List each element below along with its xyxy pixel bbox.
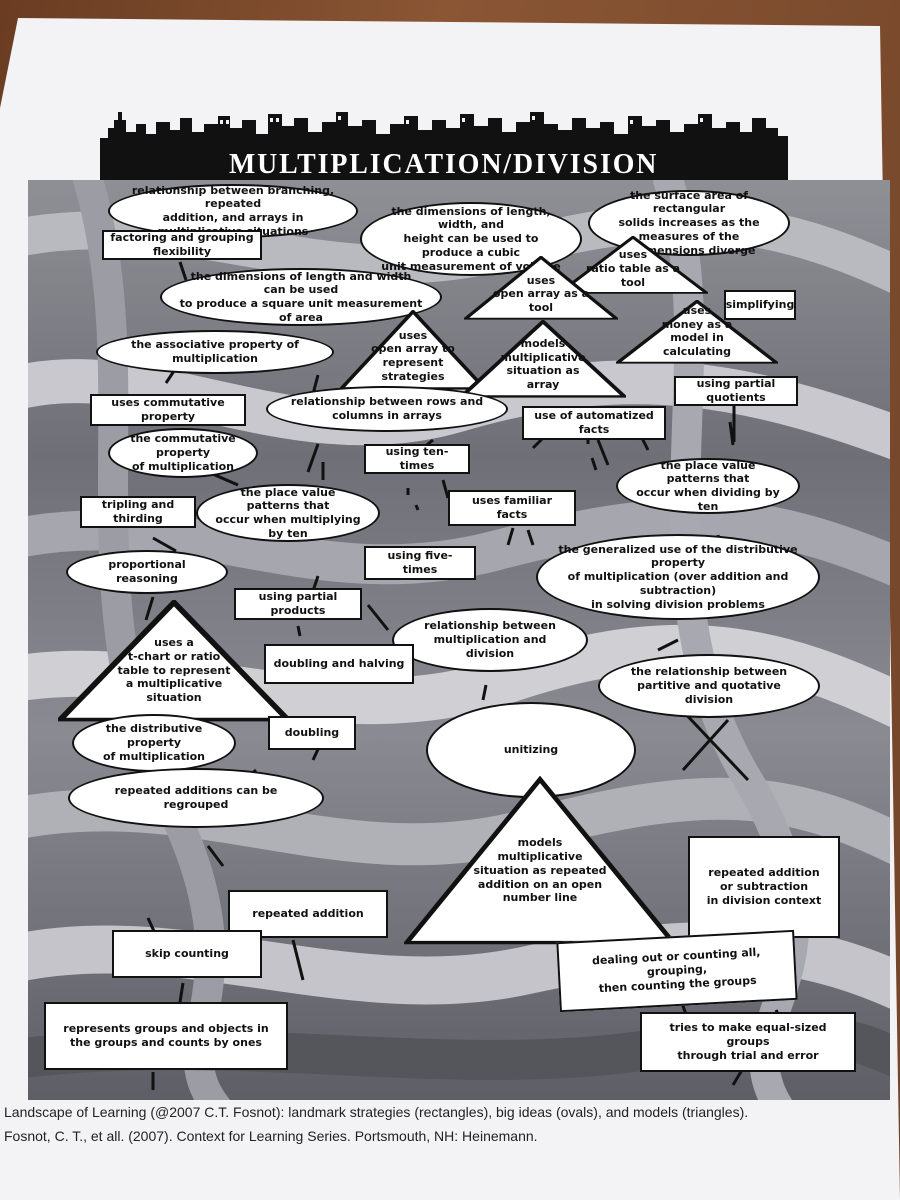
model-label: uses open array as a tool [492,273,590,315]
model-ratio-table: uses ratio table as a tool [558,236,708,294]
model-t-chart-ratio-table: uses a t-chart or ratio table to represe… [58,600,290,722]
big-idea-rows-columns: relationship between rows and columns in… [266,386,508,432]
caption-line-2: Fosnot, C. T., et all. (2007). Context f… [4,1128,538,1144]
landscape-diagram: relationship between branching, repeated… [28,180,890,1100]
strategy-five-times: using five-times [364,546,476,580]
big-idea-associative-property: the associative property of multiplicati… [96,330,334,374]
strategy-repeated-add-subtract-division: repeated addition or subtraction in divi… [688,836,840,938]
strategy-repeated-addition: repeated addition [228,890,388,938]
big-idea-commutative-property: the commutative property of multiplicati… [108,428,258,478]
diagram-title-banner: MULTIPLICATION/DIVISION [100,146,788,182]
big-idea-pv-dividing: the place value patterns that occur when… [616,458,800,514]
model-label: uses money as a model in calculating [661,303,733,359]
model-open-array-tool: uses open array as a tool [464,256,618,320]
triangle-shape [616,300,778,364]
model-open-number-line: models multiplicative situation as repea… [404,776,676,946]
diagram-title: MULTIPLICATION/DIVISION [229,147,659,180]
strategy-automatized-facts: use of automatized facts [522,406,666,440]
model-label: uses a t-chart or ratio table to represe… [117,636,231,705]
big-idea-regrouped-additions: repeated additions can be regrouped [68,768,324,828]
big-idea-multiplication-division: relationship between multiplication and … [392,608,588,672]
strategy-factoring-grouping: factoring and grouping flexibility [102,230,262,260]
model-open-array-strategies: uses open array to represent strategies [340,310,486,390]
triangle-shape [460,320,626,398]
triangle-shape [404,776,676,945]
model-label: uses open array to represent strategies [371,328,455,383]
big-idea-distributive-property: the distributive property of multiplicat… [72,714,236,772]
model-label: models multiplicative situation as array [500,336,586,392]
model-money: uses money as a model in calculating [616,300,778,364]
model-label: uses ratio table as a tool [585,248,681,289]
strategy-partial-products: using partial products [234,588,362,620]
big-idea-partitive-quotative: the relationship between partitive and q… [598,654,820,718]
strategy-ten-times: using ten-times [364,444,470,474]
triangle-shape [558,236,708,294]
strategy-counts-by-ones: represents groups and objects in the gro… [44,1002,288,1070]
caption-line-1: Landscape of Learning (@2007 C.T. Fosnot… [4,1104,749,1120]
city-skyline-graphic [100,112,788,152]
strategy-skip-counting: skip counting [112,930,262,978]
strategy-familiar-facts: uses familiar facts [448,490,576,526]
strategy-commutative-property: uses commutative property [90,394,246,426]
strategy-equal-sized-groups: tries to make equal-sized groups through… [640,1012,856,1072]
strategy-dealing-out-grouping: dealing out or counting all, grouping, t… [556,929,798,1013]
strategy-partial-quotients: using partial quotients [674,376,798,406]
big-idea-generalized-distributive: the generalized use of the distributive … [536,534,820,620]
strategy-doubling: doubling [268,716,356,750]
strategy-tripling-thirding: tripling and thirding [80,496,196,528]
model-multiplicative-array: models multiplicative situation as array [460,320,626,398]
big-idea-pv-multiplying: the place value patterns that occur when… [196,484,380,542]
big-idea-area: the dimensions of length and width can b… [160,268,442,326]
big-idea-proportional-reasoning: proportional reasoning [66,550,228,594]
model-label: models multiplicative situation as repea… [473,836,607,905]
big-idea-unitizing: unitizing [426,702,636,798]
big-idea-surface-area: the surface area of rectangular solids i… [588,189,790,257]
strategy-doubling-halving: doubling and halving [264,644,414,684]
big-idea-branching-arrays: relationship between branching, repeated… [108,184,358,238]
triangle-shape [464,256,618,320]
strategy-simplifying: simplifying [724,290,796,320]
